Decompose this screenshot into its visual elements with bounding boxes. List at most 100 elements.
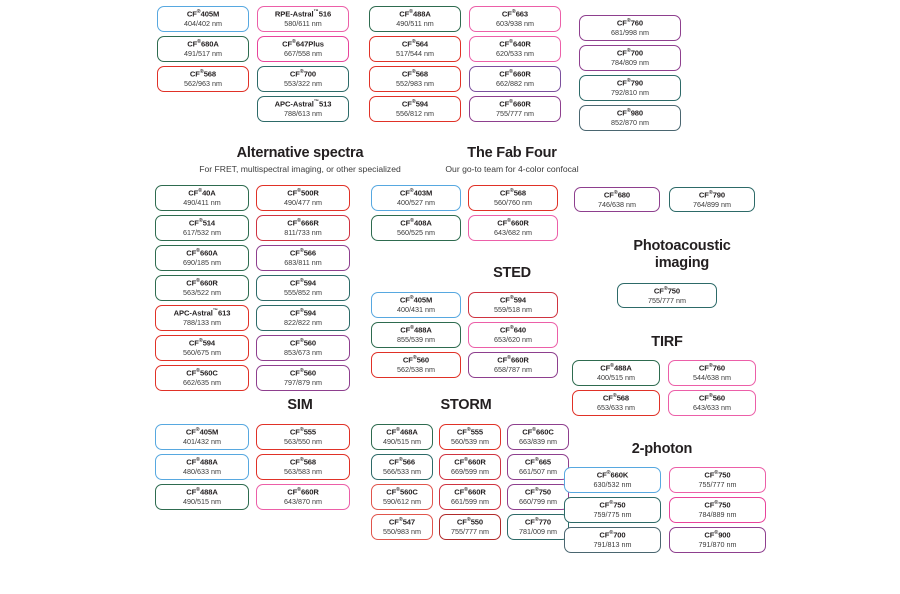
dye-ex-em-spec: 853/673 nm: [284, 347, 322, 357]
dye-ex-em-spec: 781/009 nm: [519, 526, 557, 536]
trademark-mark: ®: [509, 325, 514, 331]
dye-ex-em-spec: 401/432 nm: [183, 436, 221, 446]
dye-ex-em-spec: 560/675 nm: [183, 347, 221, 357]
dye-ex-em-spec: 822/822 nm: [284, 317, 322, 327]
dye-name: CF®564: [401, 39, 429, 49]
trademark-mark: ®: [292, 39, 296, 45]
dye-name: CF®770: [524, 517, 552, 527]
trademark-mark: ®: [409, 295, 414, 301]
dye-ex-em-spec: 563/550 nm: [284, 436, 322, 446]
trademark-mark: ®: [196, 278, 200, 284]
dye-name: CF®555: [456, 427, 484, 437]
dye-name: CF®488A: [600, 363, 632, 373]
trademark-mark: ®: [509, 188, 514, 194]
dye-ex-em-spec: 491/517 nm: [184, 48, 222, 58]
dye-ex-em-spec: 560/760 nm: [494, 197, 532, 207]
dye-name: CF®660C: [522, 427, 554, 437]
trademark-mark: ®: [663, 286, 668, 292]
group-title-alternative-spectra: Alternative spectra: [236, 145, 364, 161]
dye-ex-em-spec: 563/522 nm: [183, 287, 221, 297]
dye-name: CF®488A: [399, 9, 431, 19]
dye-name: CF®594: [289, 308, 317, 318]
